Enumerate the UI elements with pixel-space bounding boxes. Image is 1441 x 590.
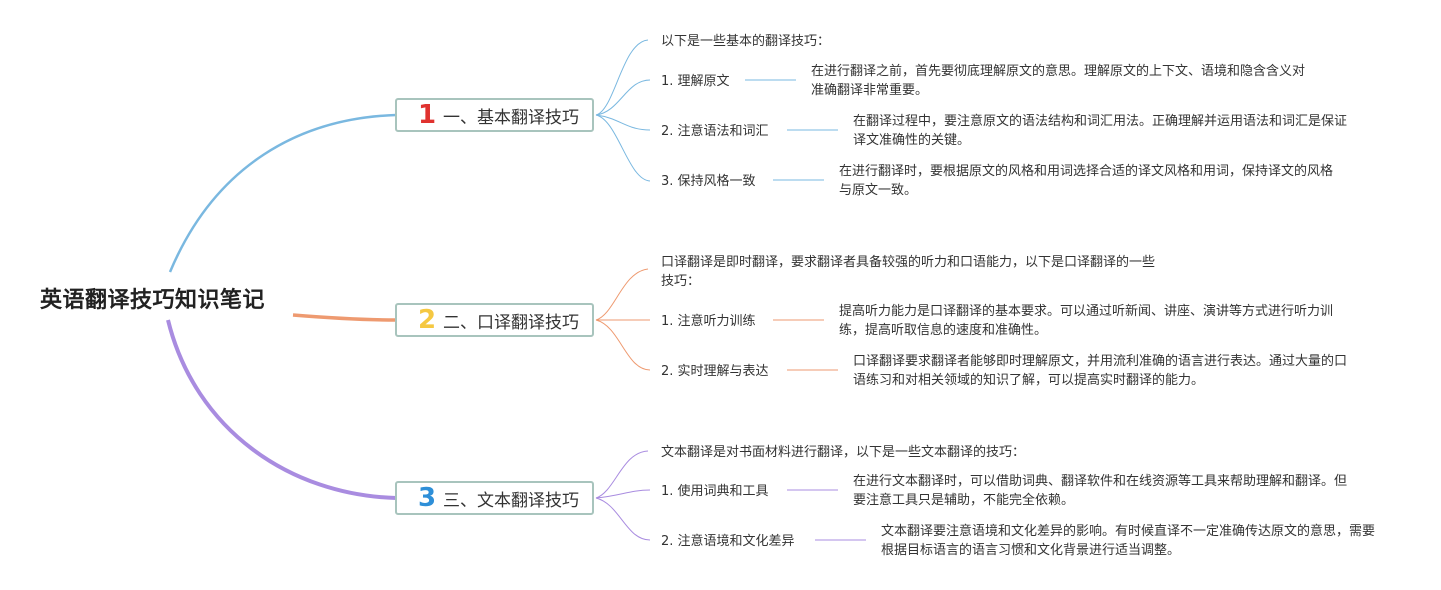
branch2-item2-detail[interactable]: 口译翻译要求翻译者能够即时理解原文，并用流利准确的语言进行表达。通过大量的口语练… (853, 354, 1348, 388)
branch1-item3-detail[interactable]: 在进行翻译时，要根据原文的风格和用词选择合适的译文风格和用词，保持译文的风格与原… (839, 164, 1334, 198)
branch1-item1-detail[interactable]: 在进行翻译之前，首先要彻底理解原文的意思。理解原文的上下文、语境和隐含含义对准确… (811, 64, 1306, 98)
branch1-link-item3 (595, 114, 651, 182)
number-three-icon: 3 (417, 483, 437, 513)
branch-label: 一、基本翻译技巧 (443, 107, 579, 128)
branch1-item2-detail[interactable]: 在翻译过程中，要注意原文的语法结构和词汇用法。正确理解并运用语法和词汇是保证译文… (853, 114, 1348, 148)
branch3-link-item1 (595, 489, 651, 499)
branch2-link-item2 (595, 319, 651, 371)
branch3-item2-title[interactable]: 2. 注意语境和文化差异 (661, 534, 795, 549)
branch-label: 三、文本翻译技巧 (443, 490, 579, 511)
branch1-item1-title[interactable]: 1. 理解原文 (661, 74, 730, 89)
branch3-intro[interactable]: 文本翻译是对书面材料进行翻译，以下是一些文本翻译的技巧： (661, 445, 1026, 460)
branch3-item1-detail[interactable]: 在进行文本翻译时，可以借助词典、翻译软件和在线资源等工具来帮助理解和翻译。但要注… (853, 474, 1348, 508)
branch1-link-intro (595, 39, 649, 116)
branch1-item2-title[interactable]: 2. 注意语法和词汇 (661, 124, 769, 139)
branch-label: 二、口译翻译技巧 (443, 312, 579, 333)
branch1-link-item2 (595, 114, 651, 131)
branch-node-basic[interactable]: 1 一、基本翻译技巧 (395, 98, 594, 132)
branch2-item1-detail[interactable]: 提高听力能力是口译翻译的基本要求。可以通过听新闻、讲座、演讲等方式进行听力训练，… (839, 304, 1334, 338)
number-two-icon: 2 (417, 305, 437, 335)
branch-node-text[interactable]: 3 三、文本翻译技巧 (395, 481, 594, 515)
branch2-intro[interactable]: 口译翻译是即时翻译，要求翻译者具备较强的听力和口语能力，以下是口译翻译的一些技巧… (661, 255, 1156, 289)
branch1-intro[interactable]: 以下是一些基本的翻译技巧： (661, 34, 831, 49)
root-title[interactable]: 英语翻译技巧知识笔记 (40, 288, 266, 313)
number-one-icon: 1 (417, 100, 437, 130)
root-link-2 (292, 313, 397, 322)
branch2-item2-title[interactable]: 2. 实时理解与表达 (661, 364, 769, 379)
root-link-3 (166, 319, 397, 500)
branch3-item2-detail[interactable]: 文本翻译要注意语境和文化差异的影响。有时候直译不一定准确传达原文的意思，需要根据… (881, 524, 1376, 558)
branch3-link-intro (595, 450, 649, 499)
branch3-link-item2 (595, 497, 651, 541)
root-link-1 (168, 113, 397, 273)
branch3-item1-title[interactable]: 1. 使用词典和工具 (661, 484, 769, 499)
branch1-item3-title[interactable]: 3. 保持风格一致 (661, 174, 756, 189)
branch2-link-intro (595, 268, 649, 321)
branch2-item1-title[interactable]: 1. 注意听力训练 (661, 314, 756, 329)
branch1-link-item1 (595, 79, 651, 116)
branch-node-interpreting[interactable]: 2 二、口译翻译技巧 (395, 303, 594, 337)
